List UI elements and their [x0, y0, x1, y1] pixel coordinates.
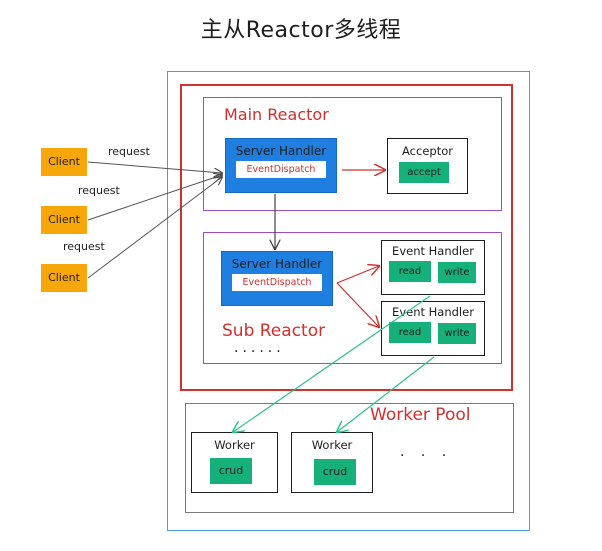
worker-pool [185, 403, 514, 513]
sub-reactor-label: Sub Reactor [222, 321, 326, 341]
server-handler-title: Server Handler [235, 144, 327, 158]
server-handler-title: Server Handler [231, 257, 323, 271]
dispatch-to-handler2-arrow [336, 282, 379, 327]
worker-title: Worker [214, 438, 255, 452]
write-chip: write [438, 323, 476, 344]
main-server-handler: Server Handler EventDispatch [225, 138, 337, 193]
sub-reactor [203, 232, 502, 364]
dispatch-to-handler1-arrow [336, 266, 379, 284]
event-dispatch: EventDispatch [236, 161, 326, 178]
request-label-3: request [63, 240, 105, 253]
accept-chip: accept [399, 162, 449, 183]
worker-pool-label: Worker Pool [370, 405, 471, 425]
worker-pool-ellipsis: · · · [400, 448, 453, 464]
client-2: Client [41, 206, 87, 234]
request-arrow-2 [87, 175, 222, 221]
outer-container [167, 71, 530, 531]
request-arrow-3 [87, 177, 222, 279]
sub-server-handler: Server Handler EventDispatch [221, 251, 333, 306]
write-chip: write [438, 262, 476, 283]
client-1: Client [41, 148, 87, 176]
worker-title: Worker [311, 438, 353, 452]
request-label-1: request [108, 145, 150, 158]
worker-2: Worker crud [291, 432, 373, 493]
event-handler-title: Event Handler [392, 244, 474, 258]
request-label-2: request [78, 184, 120, 197]
reactor-container [180, 84, 513, 391]
handler1-to-worker1-arrow [233, 295, 431, 432]
event-dispatch: EventDispatch [232, 274, 322, 291]
request-arrow-1 [87, 161, 222, 173]
worker-1: Worker crud [191, 432, 278, 493]
crud-chip: crud [314, 459, 356, 485]
read-chip: read [389, 322, 431, 343]
client-3: Client [41, 264, 87, 292]
main-reactor [203, 97, 502, 211]
diagram-title: 主从Reactor多线程 [200, 18, 402, 43]
sub-reactor-ellipsis: ...... [234, 340, 285, 356]
crud-chip: crud [210, 458, 252, 484]
read-chip: read [389, 261, 431, 282]
handler2-to-worker2-arrow [337, 356, 435, 432]
acceptor-box: Acceptor accept [387, 138, 468, 194]
acceptor-title: Acceptor [402, 144, 453, 158]
main-reactor-label: Main Reactor [224, 105, 329, 124]
event-handler-1: Event Handler read write [381, 240, 485, 295]
